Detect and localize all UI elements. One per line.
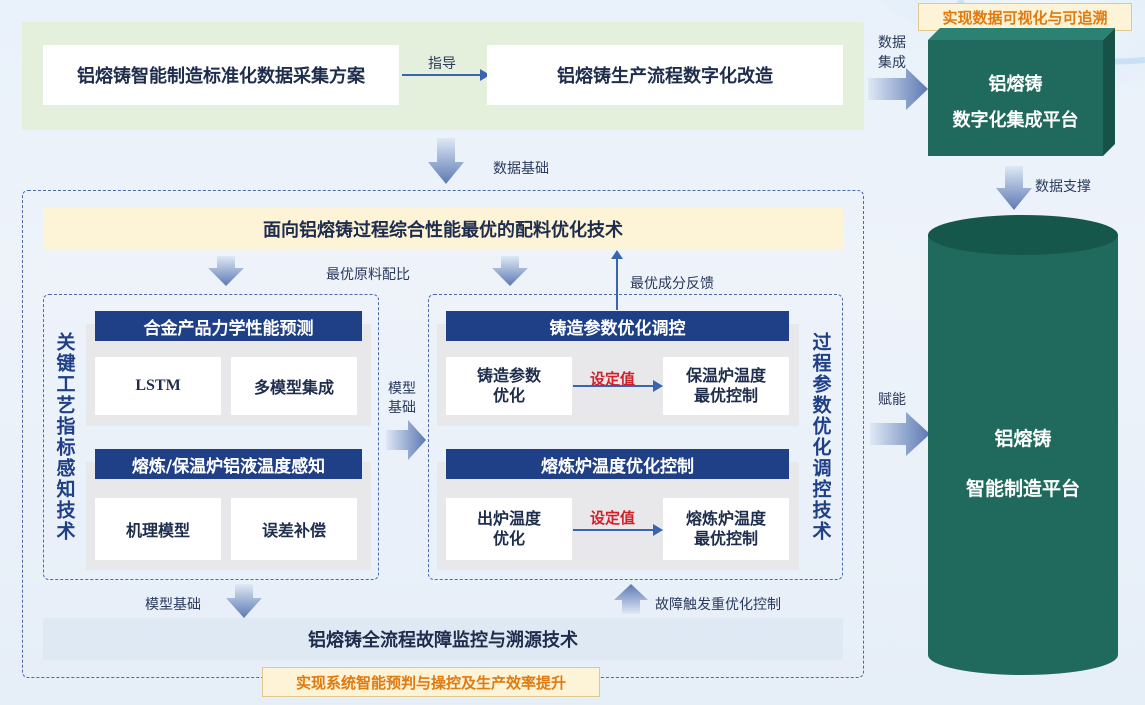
bottom-banner: 实现系统智能预判与操控及生产效率提升: [262, 667, 600, 697]
right-section2-title: 熔炼炉温度优化控制: [446, 449, 789, 479]
left-group: [43, 294, 379, 580]
fault-trigger-arrow: [614, 584, 648, 614]
guide-arrow: [402, 69, 490, 81]
tapping-temp-box: 出炉温度 优化: [446, 498, 572, 560]
batching-optimization-bar: 面向铝熔铸过程综合性能最优的配料优化技术: [43, 208, 843, 250]
setpoint-label-2: 设定值: [590, 509, 636, 527]
digital-platform-line1: 铝熔铸: [988, 74, 1043, 95]
batching-down-arrow-left: [208, 256, 244, 286]
digital-platform-line2: 数字化集成平台: [952, 110, 1079, 131]
optimal-feedback-label: 最优成分反馈: [630, 276, 714, 292]
setpoint-arrow-2: [573, 524, 663, 536]
model-basis-bottom-label: 模型基础: [145, 597, 201, 613]
right-group-vertical-title: 过程参数优化调控技术: [809, 332, 832, 542]
model-basis-bottom-arrow: [226, 584, 262, 618]
setpoint-arrow-1: [573, 380, 663, 392]
empower-arrow: [870, 412, 930, 456]
optimal-ratio-label: 最优原料配比: [326, 267, 410, 283]
data-collection-scheme-box: 铝熔铸智能制造标准化数据采集方案: [43, 45, 399, 105]
mechanism-model-box: 机理模型: [95, 498, 221, 560]
guide-label: 指导: [428, 56, 456, 72]
digital-platform-box: [928, 28, 1115, 156]
smart-platform-line1: 铝熔铸: [994, 428, 1052, 450]
right-section1-title: 铸造参数优化调控: [446, 311, 789, 341]
data-foundation-arrow: [428, 138, 464, 184]
feedback-arrow: [611, 250, 623, 310]
data-foundation-label: 数据基础: [493, 161, 549, 177]
data-integration-label: 数据 集成: [878, 35, 906, 71]
data-support-arrow: [996, 166, 1032, 210]
right-group: [428, 294, 843, 580]
multi-model-box: 多模型集成: [231, 357, 357, 415]
smart-platform-cylinder: [928, 215, 1118, 675]
data-support-label: 数据支撑: [1035, 179, 1091, 195]
fault-trigger-label: 故障触发重优化控制: [655, 597, 781, 613]
left-section1-title: 合金产品力学性能预测: [95, 311, 362, 341]
model-basis-mid-arrow: [386, 420, 426, 460]
error-compensation-box: 误差补偿: [231, 498, 357, 560]
left-section2-title: 熔炼/保温炉铝液温度感知: [95, 449, 362, 479]
digital-platform-header: 实现数据可视化与可追溯: [918, 3, 1132, 31]
batching-down-arrow-right: [492, 256, 528, 286]
digital-transformation-box: 铝熔铸生产流程数字化改造: [487, 45, 843, 105]
empower-label: 赋能: [878, 392, 906, 408]
fault-monitoring-bar: 铝熔铸全流程故障监控与溯源技术: [43, 618, 843, 660]
casting-param-box: 铸造参数 优化: [446, 357, 572, 415]
melting-furnace-box: 熔炼炉温度 最优控制: [663, 498, 789, 560]
model-basis-mid-label: 模型 基础: [388, 381, 416, 416]
lstm-box: LSTM: [95, 357, 221, 415]
data-integration-arrow: [868, 68, 928, 110]
setpoint-label-1: 设定值: [590, 370, 636, 388]
left-group-vertical-title: 关键工艺指标感知技术: [53, 332, 76, 542]
smart-platform-line2: 智能制造平台: [965, 478, 1080, 500]
holding-furnace-box: 保温炉温度 最优控制: [663, 357, 789, 415]
